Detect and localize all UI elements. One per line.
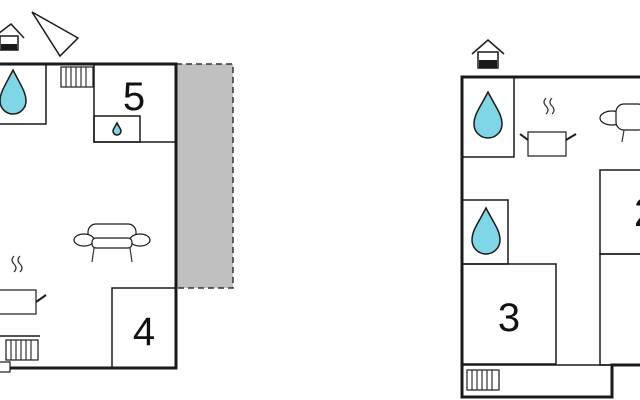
room-2-label: 2 [634, 191, 640, 235]
room-5-label: 5 [123, 75, 145, 119]
radiator-icon [0, 335, 40, 361]
right-bathroom-1 [461, 76, 515, 158]
room-4-outline [111, 287, 177, 369]
house-icon [0, 22, 25, 51]
sofa-icon [599, 103, 640, 143]
right-floor: 2 3 [460, 39, 640, 399]
room-4-label: 4 [133, 310, 155, 354]
entrance-step [0, 361, 11, 373]
sink-cabinet [93, 115, 141, 143]
left-floor-walls [0, 62, 178, 370]
room-3-outline [461, 263, 557, 365]
stove-icon [519, 97, 577, 157]
water-drop-icon [0, 68, 27, 115]
stove-icon [0, 255, 47, 315]
sofa-icon [73, 223, 151, 263]
room-3-label: 3 [498, 296, 520, 340]
radiator-icon [466, 369, 500, 391]
water-drop-icon [473, 90, 503, 139]
house-icon [471, 39, 505, 69]
terrace-area [175, 63, 234, 289]
water-drop-icon [471, 206, 501, 255]
water-drop-icon [112, 121, 122, 136]
left-bathroom-walls [0, 64, 47, 125]
compass-icon [31, 11, 80, 58]
radiator-icon [60, 66, 94, 88]
left-floor: 5 4 [0, 11, 234, 373]
room-lower-right-outline [599, 253, 640, 366]
